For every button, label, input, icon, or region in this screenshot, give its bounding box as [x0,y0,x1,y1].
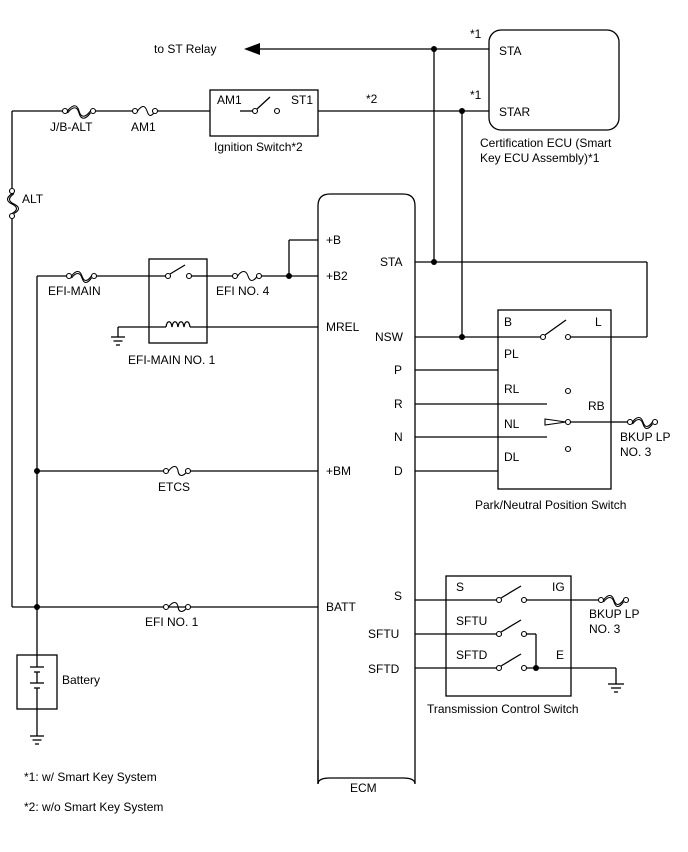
junction-nsw [459,334,465,340]
fuse-am1 [131,105,159,117]
fuse-alt [6,187,20,220]
ecm-box [317,193,416,785]
etcs-wires [37,465,318,477]
cert-ecu-caption-1: Certification ECU (Smart [480,136,612,150]
fuse-bkup-lp-2-label-2: NO. 3 [589,622,621,636]
ecm-pin-p: P [394,363,402,377]
ecm-pin-b: +B [326,233,341,247]
ecm-pin-bm: +BM [326,464,351,478]
ignition-am1-label: AM1 [217,93,242,107]
fuse-efi-main-label: EFI-MAIN [48,284,101,298]
pnp-pin-nl: NL [504,417,520,431]
st-relay-label: to ST Relay [154,42,216,56]
fuse-jb-alt [61,105,97,119]
fuse-bkup-lp-1-label: BKUP LP [620,430,670,444]
ignition-st1-label: ST1 [291,93,313,107]
ignition-line-wires [11,49,489,337]
ecm-pin-b2: +B2 [326,269,348,283]
ecm-caption: ECM [350,781,377,795]
tcs-pin-ig: IG [552,580,565,594]
relay-efi-main-no1-caption: EFI-MAIN NO. 1 [128,353,216,367]
fuse-alt-label: ALT [22,192,44,206]
cert-ecu-star-label: STAR [499,105,530,119]
ecm-pin-mrel: MREL [326,320,360,334]
fuse-bkup-lp-1-label-2: NO. 3 [620,445,652,459]
st-relay-arrow [244,43,489,55]
junction-sta-top [431,46,437,52]
fuse-bkup-lp-2-label: BKUP LP [589,607,639,621]
fuse-am1-label: AM1 [131,120,156,134]
fuse-bkup-lp-1 [611,416,659,430]
junction-star [459,108,465,114]
ecm-pin-sftd: SFTD [368,662,400,676]
pnp-pin-rb: RB [588,399,605,413]
fuse-efi-no4 [231,270,263,282]
pnp-pin-pl: PL [504,347,519,361]
ecm-pin-sta: STA [380,255,402,269]
fuse-efi-main [65,270,98,284]
note-star1-star: *1 [470,88,482,102]
footnote-2: *2: w/o Smart Key System [24,800,163,814]
junction-etcs [34,468,40,474]
ecm-pin-s: S [394,589,402,603]
fuse-efi-no1 [162,601,192,613]
ecm-pin-r: R [394,397,403,411]
pnp-switch-caption: Park/Neutral Position Switch [475,498,626,512]
fuse-efi-no4-label: EFI NO. 4 [216,284,270,298]
ignition-switch-caption: Ignition Switch*2 [214,140,303,154]
tcs-pin-s: S [456,580,464,594]
junction-b2 [286,273,292,279]
pnp-pin-rl: RL [504,382,520,396]
ground-tcs [571,667,624,693]
footnote-1: *1: w/ Smart Key System [24,770,157,784]
ecm-pin-nsw: NSW [375,330,404,344]
transmission-control-switch [445,575,572,697]
junction-batt [34,604,40,610]
pnp-pin-dl: DL [504,450,520,464]
cert-ecu-sta-label: STA [499,44,521,58]
battery [16,654,58,745]
junction-sta [431,259,437,265]
relay-efi-main-no1 [111,258,318,346]
note-star1-sta: *1 [470,27,482,41]
park-neutral-position-switch [497,309,612,490]
pnp-pin-b: B [504,315,512,329]
fuse-etcs-label: ETCS [158,480,190,494]
battery-label: Battery [62,673,100,687]
fuse-bkup-lp-2 [571,594,630,608]
ecm-pin-d: D [394,464,403,478]
junction-tcs-e [533,665,539,671]
ignition-switch [209,89,319,137]
cert-ecu-caption-2: Key ECU Assembly)*1 [480,151,600,165]
fuse-jb-alt-label: J/B-ALT [50,120,93,134]
tcs-caption: Transmission Control Switch [427,702,579,716]
pnp-pin-l: L [595,315,602,329]
certification-ecu [488,29,620,131]
tcs-pin-sftd: SFTD [456,648,488,662]
ecm-pin-sftu: SFTU [368,627,399,641]
note-star2: *2 [366,92,378,106]
tcs-pin-sftu: SFTU [456,614,487,628]
efi-main-wires [36,239,318,655]
tcs-pin-e: E [556,648,564,662]
ecm-pin-batt: BATT [326,600,356,614]
fuse-efi-no1-label: EFI NO. 1 [145,615,199,629]
ecm-pin-n: N [394,430,403,444]
tcs-wires [415,599,446,669]
